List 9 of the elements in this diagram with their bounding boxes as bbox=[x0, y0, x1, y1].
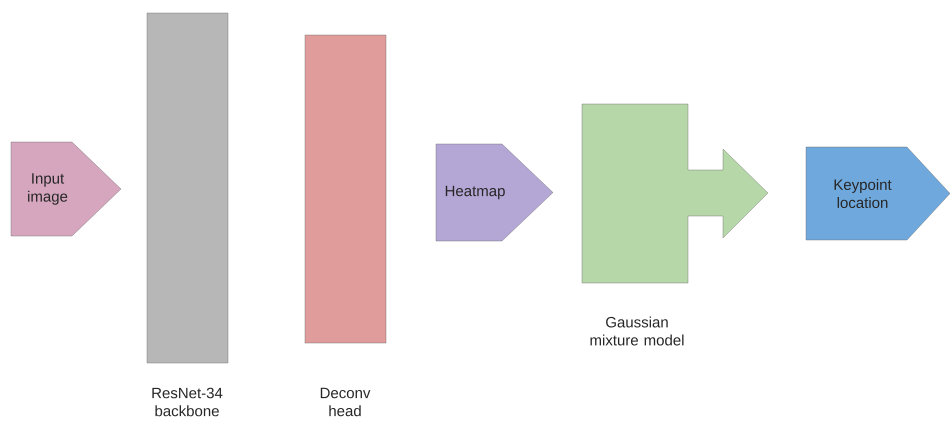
layer-caption: Deconv head bbox=[320, 388, 370, 416]
pentagon-box: Input image bbox=[10, 142, 122, 236]
layer-caption: Gaussian mixture model bbox=[590, 316, 684, 346]
layer-caption: ResNet-34 backbone bbox=[152, 388, 222, 416]
pentagon-box: Heatmap bbox=[436, 144, 554, 242]
pentagon-box: Keypoint location bbox=[806, 146, 950, 240]
layer-bar bbox=[304, 34, 386, 344]
arrow-shape bbox=[582, 104, 768, 284]
layer-bar bbox=[146, 12, 228, 364]
